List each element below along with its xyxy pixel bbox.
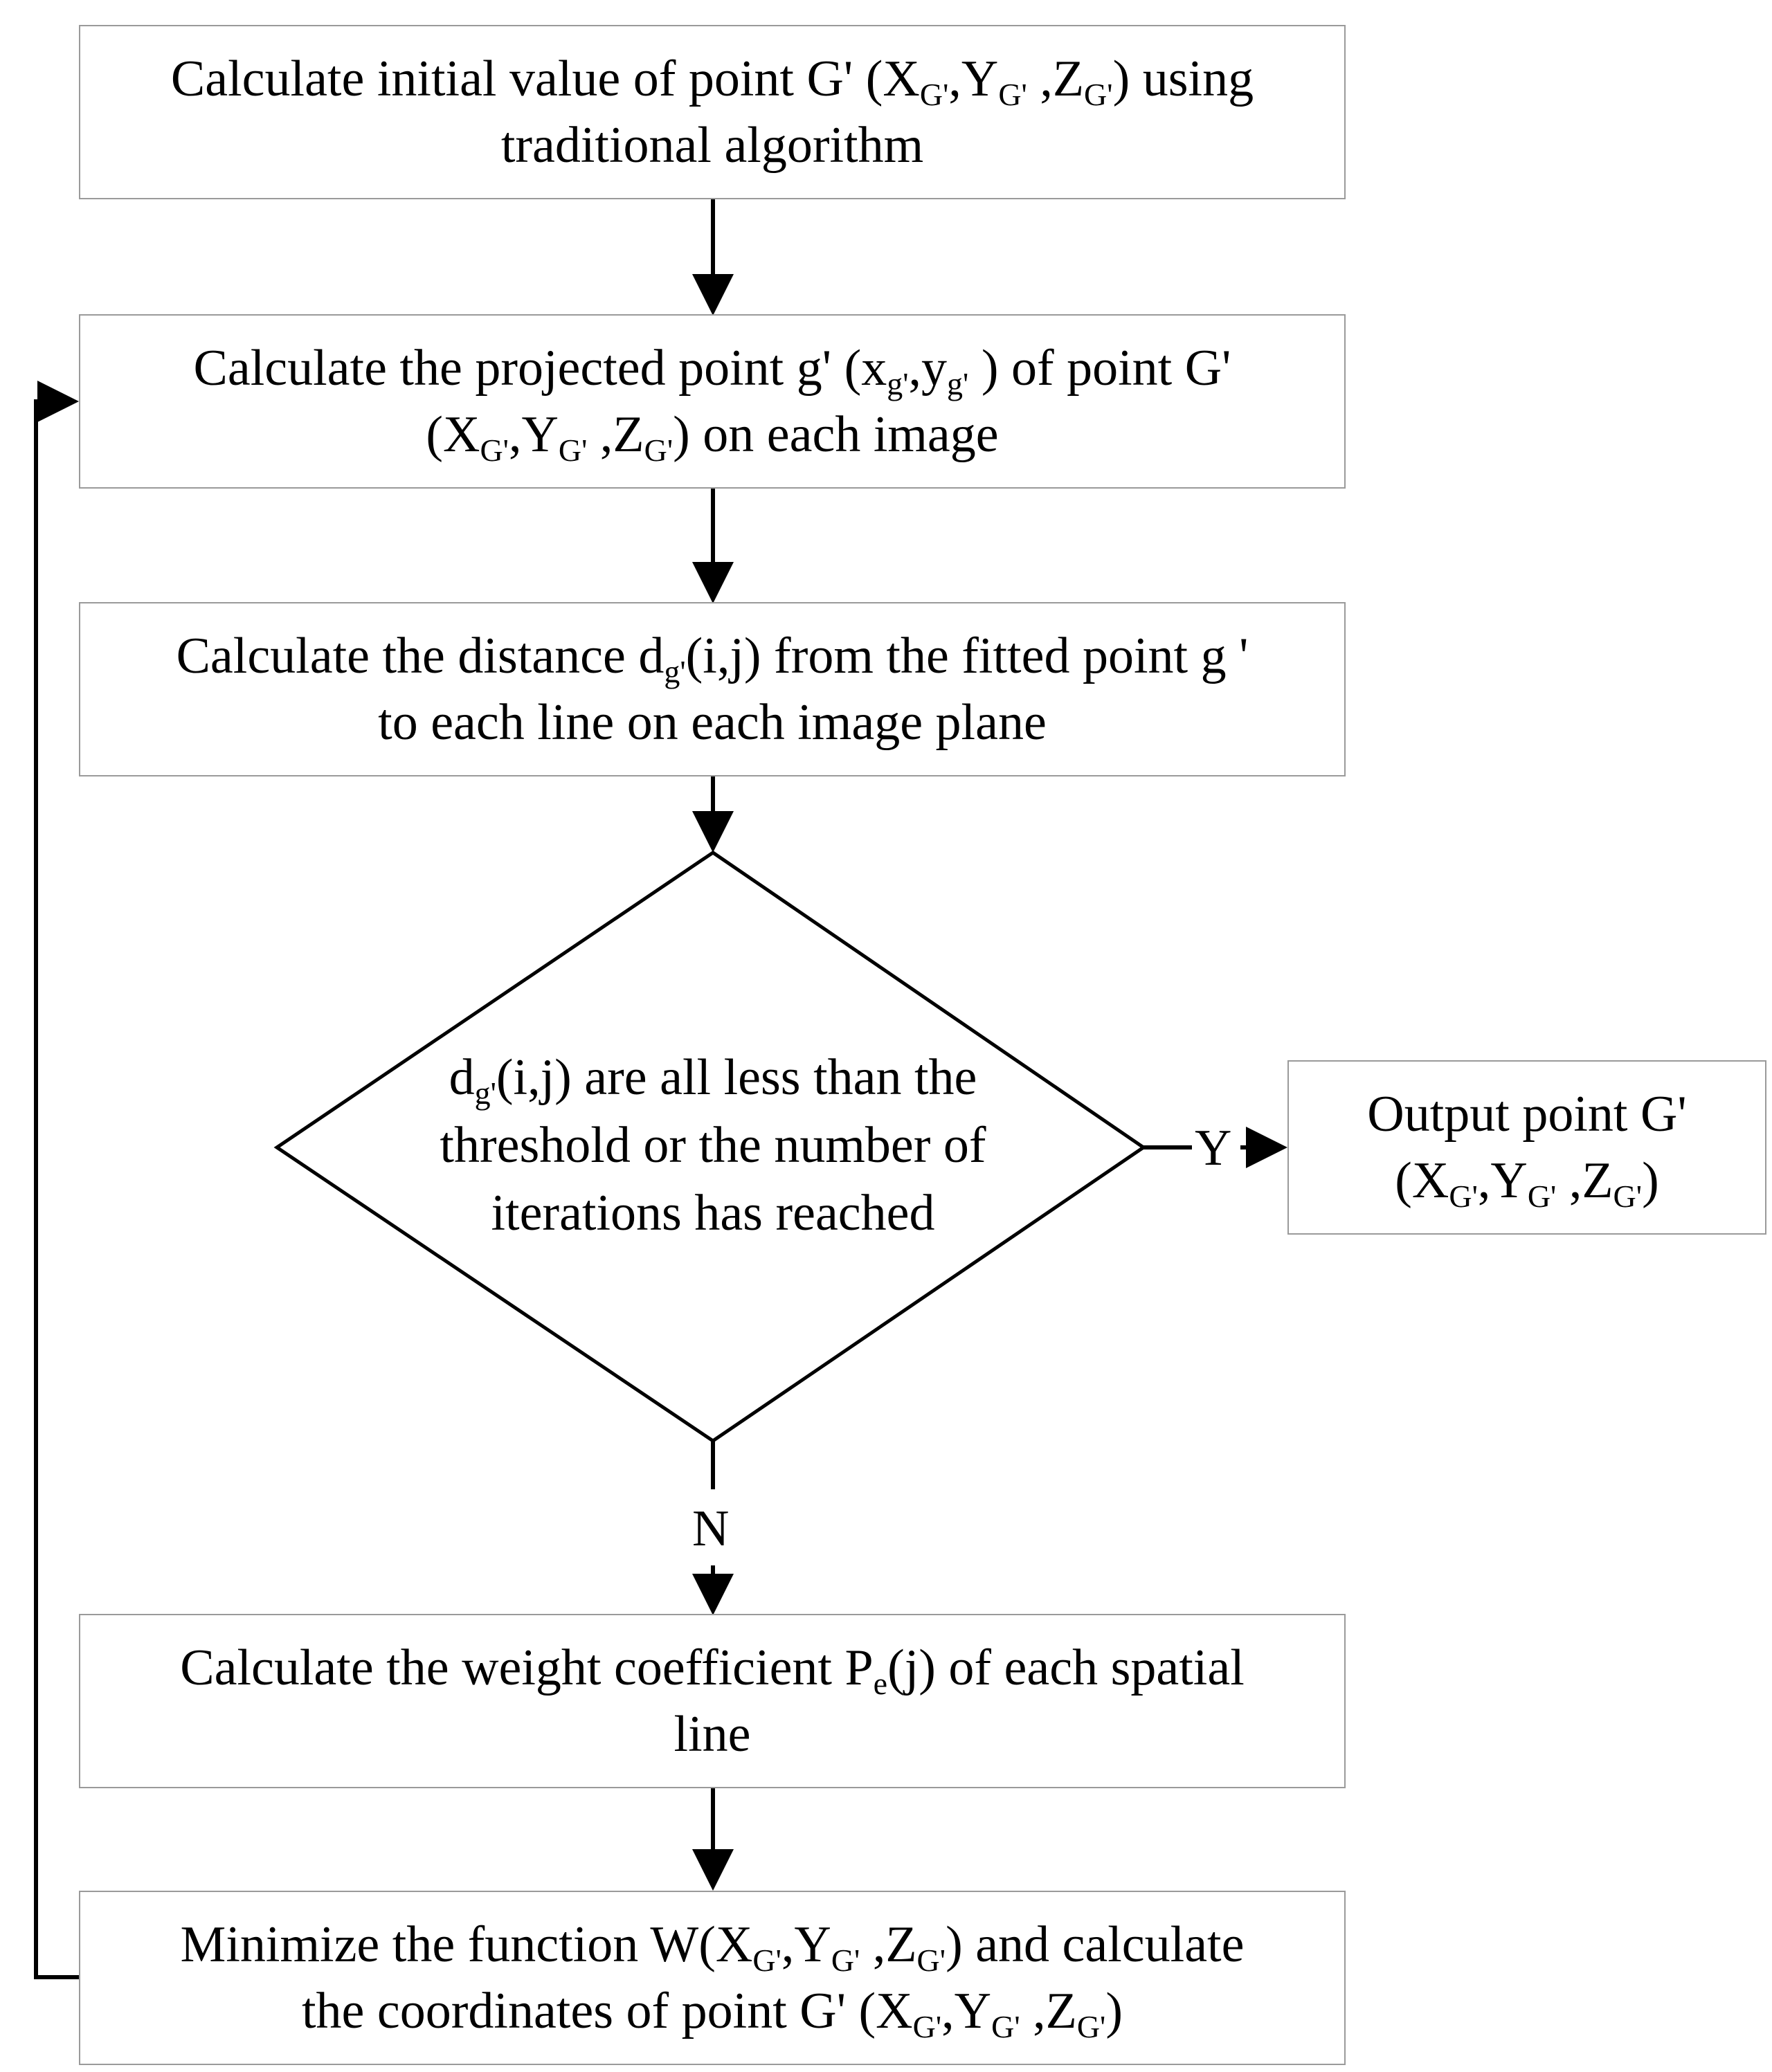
step-output: Output point G' (XG',YG' ,ZG') [1287,1060,1766,1235]
step-initial-value: Calculate initial value of point G' (XG'… [79,25,1346,199]
step-distance-line1: Calculate the distance dg'(i,j) from the… [176,628,1249,689]
step-output-line1: Output point G' [1367,1086,1687,1143]
step-minimize-line1: Minimize the function W(XG',YG' ,ZG') an… [180,1916,1245,1978]
step-initial-line1: Calculate initial value of point G' (XG'… [170,51,1254,112]
step-minimize-line2: the coordinates of point G' (XG',YG' ,ZG… [302,1983,1123,2044]
decision-line1: dg'(i,j) are all less than the [449,1049,977,1111]
step-distance-line2: to each line on each image plane [378,694,1047,751]
step-weight-coefficient: Calculate the weight coefficient Pe(j) o… [79,1614,1346,1788]
step-projected-line2: (XG',YG' ,ZG') on each image [426,406,999,468]
decision-line3: iterations has reached [491,1185,935,1242]
decision-text: dg'(i,j) are all less than the threshold… [388,1044,1038,1247]
decision-diamond [273,850,1147,1444]
step-distance: Calculate the distance dg'(i,j) from the… [79,602,1346,776]
decision-line2: threshold or the number of [440,1117,986,1174]
step-output-line2: (XG',YG' ,ZG') [1395,1152,1659,1214]
yes-label: Y [1195,1120,1232,1176]
step-initial-line2: traditional algorithm [500,117,924,174]
step-minimize: Minimize the function W(XG',YG' ,ZG') an… [79,1891,1346,2065]
step-projected-line1: Calculate the projected point g' (xg',yg… [193,340,1231,401]
no-label: N [692,1500,730,1557]
step-projected-point: Calculate the projected point g' (xg',yg… [79,314,1346,489]
step-weight-line1: Calculate the weight coefficient Pe(j) o… [180,1639,1245,1701]
step-weight-line2: line [673,1706,751,1763]
feedback-loop-arrow [34,381,79,1979]
